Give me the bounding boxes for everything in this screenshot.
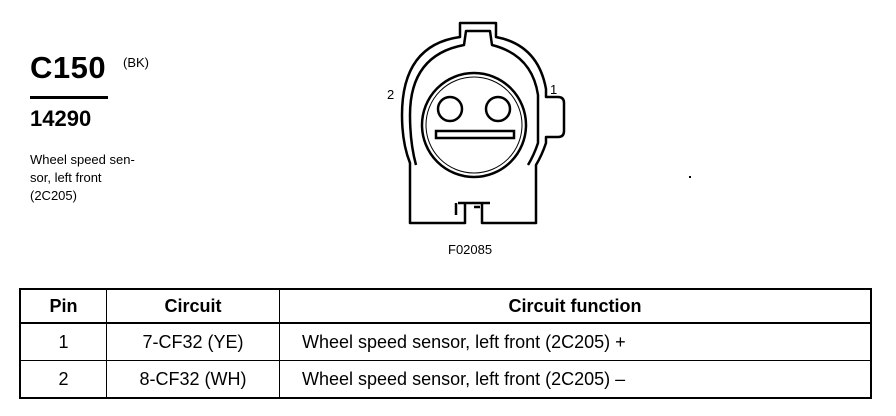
connector-inner-outline — [408, 29, 540, 166]
description-line: (2C205) — [30, 188, 77, 203]
connector-description: Wheel speed sen- sor, left front (2C205) — [30, 151, 180, 205]
header-circuit: Circuit — [106, 288, 280, 324]
table-header-row: Pin Circuit Circuit function — [19, 288, 872, 324]
pin-2-label: 2 — [387, 87, 395, 102]
header-pin: Pin — [19, 288, 107, 324]
pin-cavity-1 — [484, 95, 512, 123]
title-rule — [30, 96, 108, 99]
connector-foot-left — [408, 195, 467, 225]
color-code: (BK) — [123, 55, 149, 70]
pin-1-label: 1 — [550, 82, 558, 97]
pin-table: Pin Circuit Circuit function 1 7-CF32 (Y… — [19, 288, 872, 399]
connector-housing — [400, 21, 566, 195]
cell-circuit: 8-CF32 (WH) — [106, 360, 280, 399]
connector-face-diagram — [400, 21, 566, 225]
cell-function: Wheel speed sensor, left front (2C205) + — [279, 322, 872, 361]
cell-function: Wheel speed sensor, left front (2C205) – — [279, 360, 872, 399]
connector-foot-right — [480, 195, 538, 225]
description-line: Wheel speed sen- — [30, 152, 135, 167]
part-number: 14290 — [30, 106, 92, 131]
description-line: sor, left front — [30, 170, 102, 185]
pin-cavity-2 — [436, 95, 464, 123]
figure-code: F02085 — [448, 242, 493, 257]
connector-face — [420, 71, 528, 179]
stray-dot — [689, 176, 691, 178]
connector-key — [434, 129, 516, 140]
connector-face-inner — [425, 76, 523, 174]
cell-circuit: 7-CF32 (YE) — [106, 322, 280, 361]
header-circuit-function: Circuit function — [279, 288, 872, 324]
table-row: 1 7-CF32 (YE) Wheel speed sensor, left f… — [19, 322, 872, 361]
cell-pin: 2 — [19, 360, 107, 399]
table-row: 2 8-CF32 (WH) Wheel speed sensor, left f… — [19, 360, 872, 399]
cell-pin: 1 — [19, 322, 107, 361]
connector-id: C150 — [30, 50, 107, 85]
